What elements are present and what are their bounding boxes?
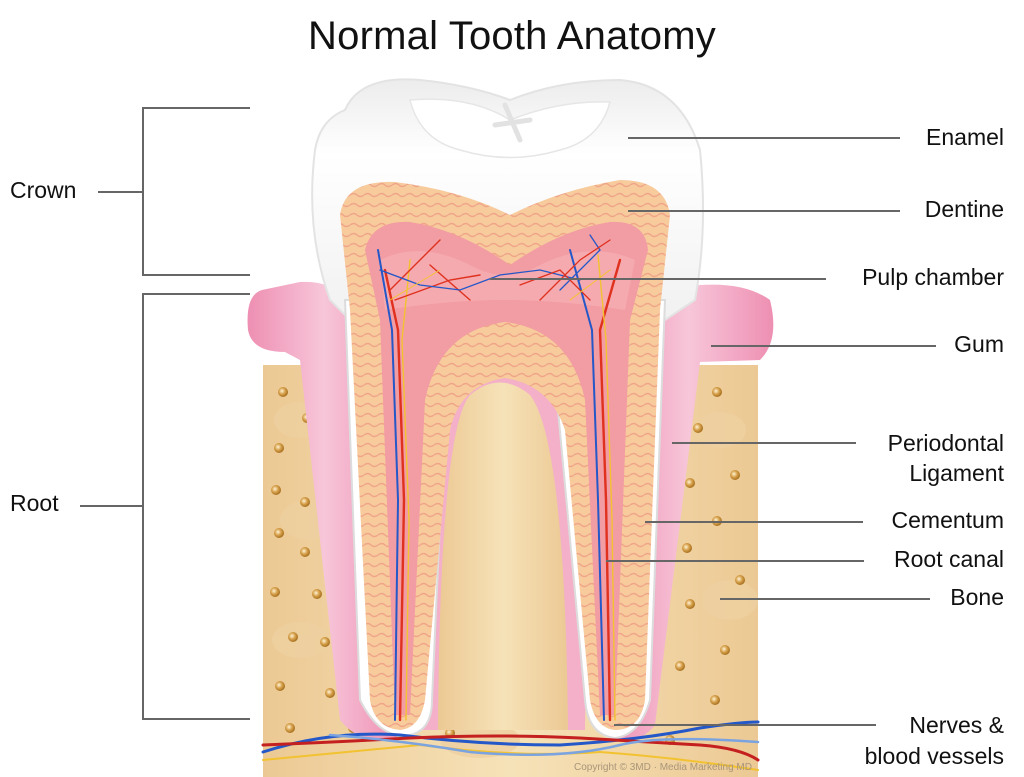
pulp-chamber-leader — [490, 278, 826, 280]
page-title: Normal Tooth Anatomy — [308, 14, 716, 58]
copyright-notice: Copyright © 3MD · Media Marketing MD — [574, 762, 752, 773]
crown-leader — [98, 191, 142, 193]
label-bone: Bone — [950, 584, 1004, 610]
root-leader — [80, 505, 142, 507]
label-periodontal-line1: Periodontal — [887, 430, 1004, 456]
label-cementum: Cementum — [891, 507, 1004, 533]
label-periodontal-ligament: Periodontal Ligament — [888, 428, 1004, 488]
label-pulp-chamber: Pulp chamber — [862, 264, 1004, 290]
gum-leader — [711, 345, 936, 347]
root-canal-leader — [606, 560, 864, 562]
root-bracket-top — [142, 293, 250, 295]
label-enamel: Enamel — [926, 124, 1004, 150]
label-gum: Gum — [954, 331, 1004, 357]
label-nerves-line2: blood vessels — [864, 743, 1004, 769]
root-bracket-vertical — [142, 293, 144, 719]
dentine-leader — [628, 210, 900, 212]
label-root-canal: Root canal — [894, 546, 1004, 572]
crown-bracket-vertical — [142, 107, 144, 275]
label-nerves-line1: Nerves & — [909, 712, 1004, 738]
label-crown: Crown — [10, 177, 77, 203]
nerves-leader — [614, 724, 876, 726]
label-nerves-blood-vessels: Nerves & blood vessels — [865, 710, 1004, 772]
enamel-leader — [628, 137, 900, 139]
crown-bracket-bottom — [142, 274, 250, 276]
bone-leader — [720, 598, 930, 600]
periodontal-ligament-leader — [672, 442, 856, 444]
root-bracket-bottom — [142, 718, 250, 720]
pulp-chamber — [365, 221, 648, 715]
cementum-leader — [645, 521, 863, 523]
label-periodontal-line2: Ligament — [909, 460, 1004, 486]
label-dentine: Dentine — [924, 196, 1004, 222]
label-root: Root — [10, 490, 59, 516]
crown-bracket-top — [142, 107, 250, 109]
